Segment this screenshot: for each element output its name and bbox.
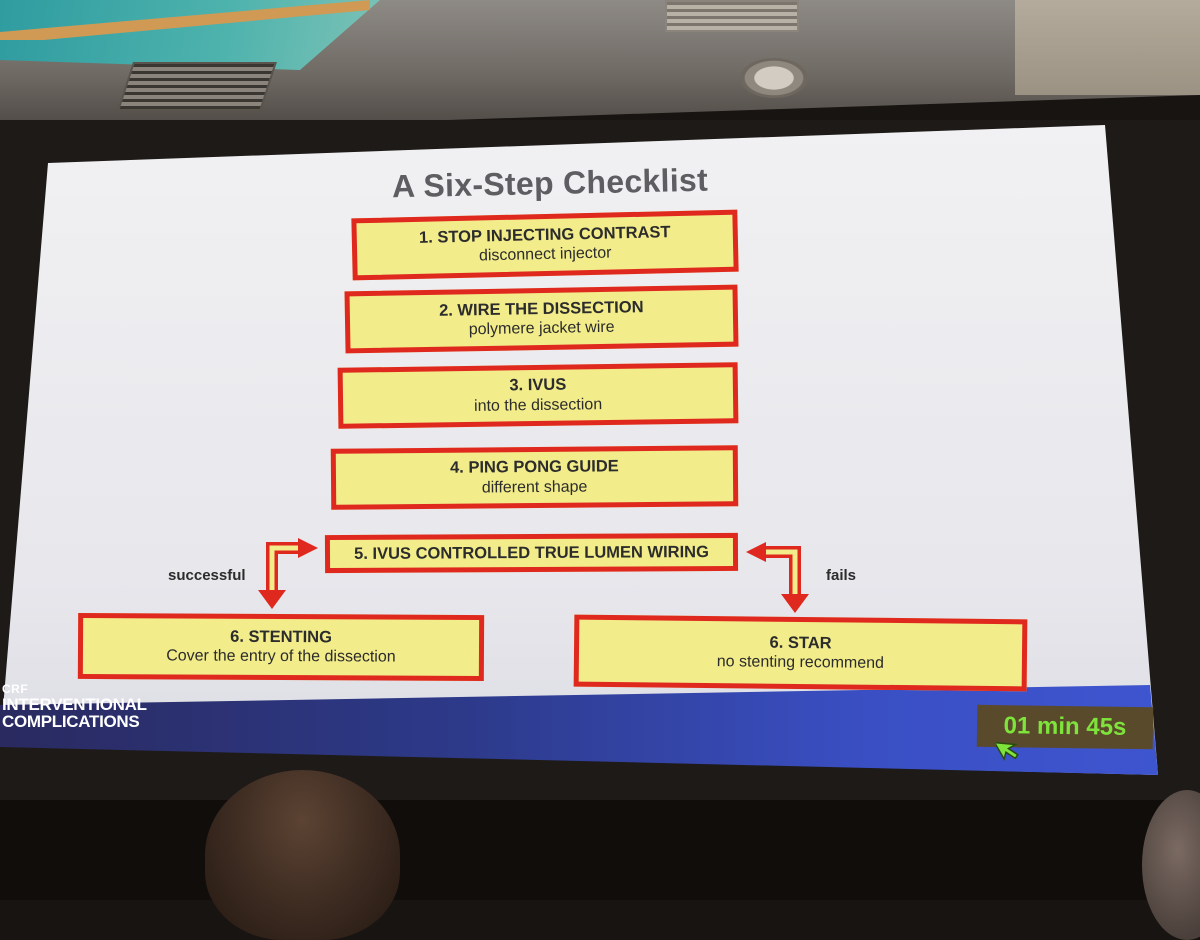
step-box-2: 2. WIRE THE DISSECTION polymere jacket w… [344, 285, 738, 354]
air-vent-top [665, 0, 799, 32]
air-vent [117, 62, 277, 111]
audience-area [0, 800, 1200, 900]
step-box-1: 1. STOP INJECTING CONTRAST disconnect in… [351, 210, 738, 281]
branch-label-fails: fails [826, 567, 856, 584]
step-title: 6. STAR [769, 632, 831, 653]
step-subtitle: disconnect injector [479, 244, 612, 267]
step-subtitle: into the dissection [474, 395, 602, 417]
logo-brand: CRF [2, 682, 147, 696]
step-box-6-stenting: 6. STENTING Cover the entry of the disse… [78, 613, 484, 681]
step-title: 4. PING PONG GUIDE [450, 456, 619, 478]
branch-label-success: successful [168, 567, 246, 584]
step-box-4: 4. PING PONG GUIDE different shape [331, 445, 739, 510]
crf-logo: CRF INTERVENTIONAL COMPLICATIONS [2, 682, 147, 730]
step-title: 5. IVUS CONTROLLED TRUE LUMEN WIRING [354, 542, 709, 564]
step-title: 3. IVUS [509, 375, 566, 396]
step-subtitle: Cover the entry of the dissection [166, 647, 396, 668]
ceiling-panel-right [1015, 0, 1200, 95]
ceiling-speaker [740, 58, 808, 98]
logo-line-2: COMPLICATIONS [2, 713, 147, 730]
step-box-3: 3. IVUS into the dissection [338, 362, 739, 429]
step-title: 1. STOP INJECTING CONTRAST [419, 222, 671, 248]
step-box-6-star: 6. STAR no stenting recommend [574, 615, 1028, 692]
step-title: 6. STENTING [230, 626, 332, 647]
audience-head [205, 770, 400, 940]
step-subtitle: different shape [482, 477, 588, 498]
step-subtitle: polymere jacket wire [469, 318, 615, 341]
step-subtitle: no stenting recommend [717, 652, 884, 674]
logo-line-1: INTERVENTIONAL [2, 696, 147, 713]
arrow-cursor-icon [996, 732, 1026, 762]
step-box-5: 5. IVUS CONTROLLED TRUE LUMEN WIRING [325, 533, 738, 573]
